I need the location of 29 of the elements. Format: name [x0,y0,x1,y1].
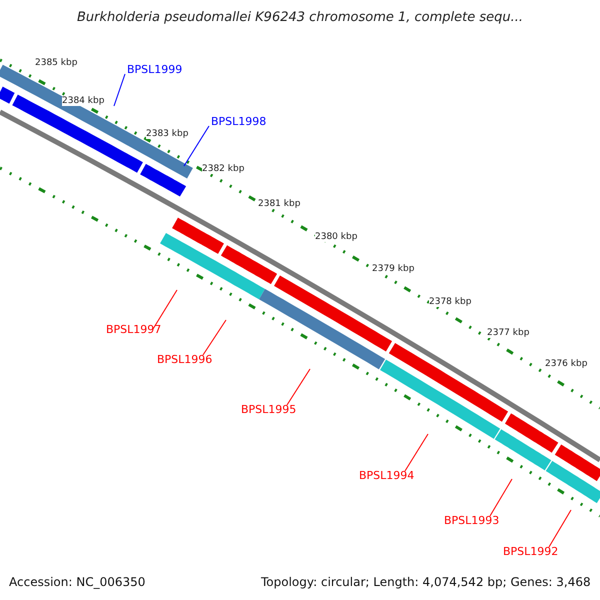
leader-line [548,510,572,548]
gene-label: BPSL1999 [127,64,182,75]
title: Burkholderia pseudomallei K96243 chromosome 1, complete sequ... [76,11,524,24]
leader-line [152,290,178,330]
leader-line [490,478,512,516]
gene-label: BPSL1997 [106,324,162,335]
scale-label: 2376 kbp [545,360,588,369]
leader-line [404,434,428,472]
scale-label: 2382 kbp [202,165,244,174]
scale-label: 2379 kbp [372,265,414,274]
scale-label: 2380 kbp [315,233,358,242]
scale-label: 2378 kbp [429,298,472,307]
scale-label: 2384 kbp [62,97,104,106]
gene-label: BPSL1995 [241,404,296,415]
scale-label: 2381 kbp [258,200,300,209]
gene-label: BPSL1996 [157,354,212,365]
gene-label: BPSL1992 [503,546,558,557]
gene-label: BPSL1998 [211,116,266,127]
genome-summary-text: Topology: circular; Length: 4,074,542 bp; Genes: 3,468 [261,576,591,588]
scale-label: 2383 kbp [146,130,188,139]
gene-label: BPSL1994 [359,470,414,481]
leader-line [286,368,310,406]
accession-text: Accession: NC_006350 [9,576,146,588]
scale-label: 2377 kbp [487,329,530,338]
scale-label: 2385 kbp [35,59,78,68]
gene-label: BPSL1993 [444,515,500,526]
leader-line [202,320,226,356]
leader-line [114,74,126,106]
leader-line [184,126,210,166]
